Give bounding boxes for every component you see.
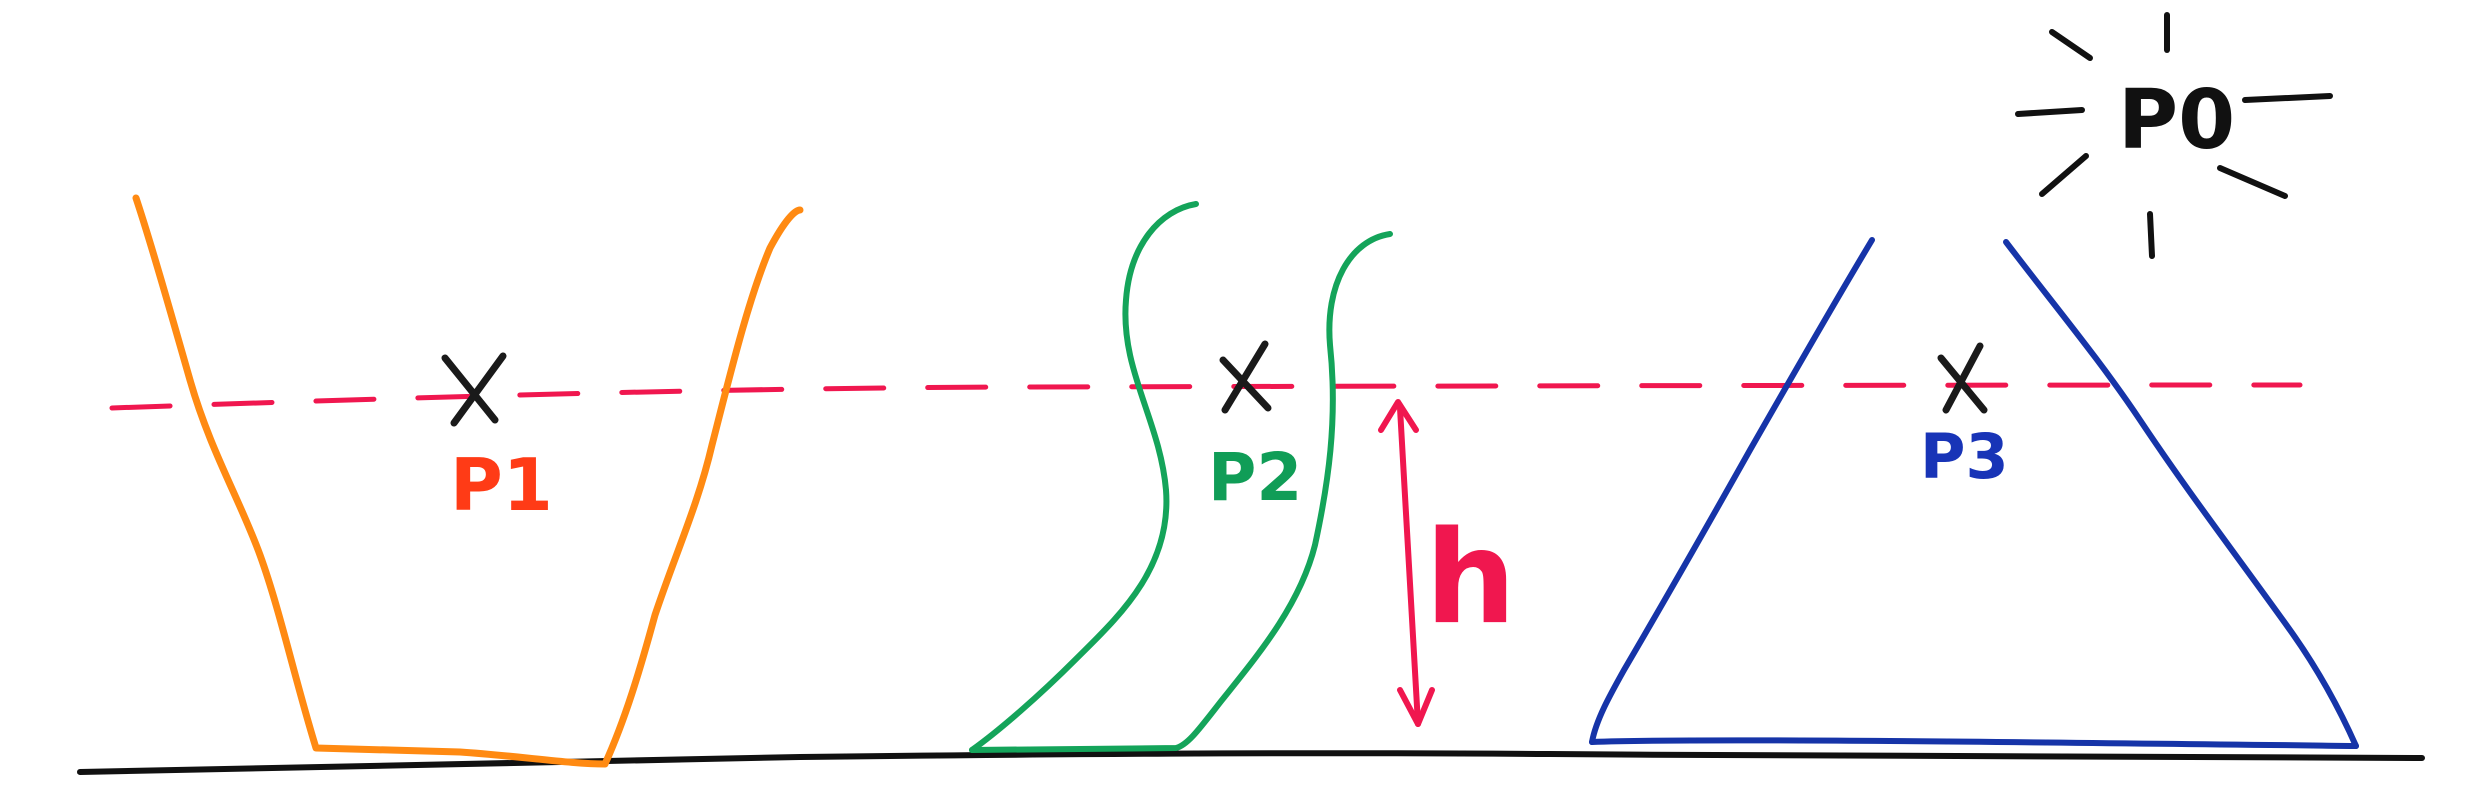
label-p0: P0 xyxy=(2118,73,2235,168)
vessel-1 xyxy=(132,194,804,768)
height-arrow-top-head xyxy=(1378,399,1419,433)
label-p1: P1 xyxy=(450,443,553,527)
label-height-h: h xyxy=(1425,504,1516,653)
point-marker-p2 xyxy=(1219,340,1272,414)
ground-line xyxy=(77,750,2425,775)
vessel-3-base xyxy=(1589,737,2359,749)
vessel-3-right-wall xyxy=(2003,239,2359,749)
point-marker-p1 xyxy=(441,352,507,427)
height-arrow-line xyxy=(1397,405,1421,727)
water-level-line xyxy=(109,382,2303,411)
label-p2: P2 xyxy=(1208,439,1302,516)
height-arrow-bottom-head xyxy=(1397,687,1435,727)
label-p3: P3 xyxy=(1920,420,2009,493)
vessel-3-left-wall xyxy=(1589,237,1875,745)
sun-rays-icon xyxy=(2015,12,2333,259)
point-marker-p3 xyxy=(1937,342,1988,414)
vessel-2-left-wall xyxy=(969,201,1199,753)
vessel-2-right-wall xyxy=(969,231,1393,753)
